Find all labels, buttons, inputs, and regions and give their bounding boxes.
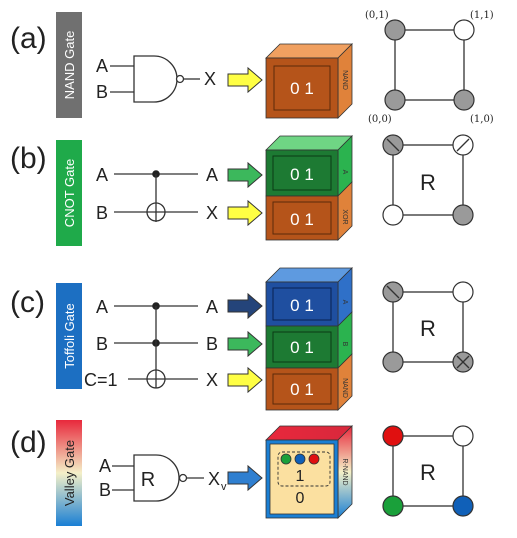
cube-side-label: B (341, 342, 348, 347)
gate-tag-c (56, 283, 82, 389)
state-square-c: R (382, 281, 474, 373)
cube-states: 0 1 (290, 165, 314, 184)
state-square-a: (0,1) (1,1) (0,0) (1,0) (365, 10, 494, 125)
cube-states: 0 1 (290, 338, 314, 357)
cube-side-label: NAND (341, 70, 348, 90)
arrow-right-icon (227, 66, 263, 94)
panel-a: (a) NAND Gate A B X 0 1 NAND (10, 10, 494, 125)
cube-top-state: 1 (296, 468, 305, 485)
center-label: R (420, 460, 436, 485)
row-label-d: (d) (10, 426, 47, 459)
output-x-label: X (204, 69, 216, 89)
cube-states: 0 1 (290, 296, 314, 315)
coord-tr: (1,1) (470, 10, 494, 21)
input-a-label: A (99, 456, 111, 476)
cube-states: 0 1 (290, 79, 314, 98)
cube-states: 0 1 (290, 380, 314, 399)
gate-symbol-label: R (141, 469, 155, 491)
row-label-c: (c) (10, 286, 45, 319)
coord-bl: (0,0) (368, 114, 392, 125)
input-a-label: A (96, 56, 108, 76)
nand-gate-symbol (110, 55, 200, 103)
center-label: R (420, 316, 436, 341)
cube-side-label: NAND (341, 378, 348, 398)
output-x-label: X (208, 469, 220, 489)
panel-d: (d) Valley Gate A B R X v 1 0 R-NAND (10, 420, 474, 526)
gate-tag-a-label: NAND Gate (62, 31, 77, 100)
arrow-right-icon (227, 161, 263, 189)
gate-tag-b (56, 140, 82, 246)
cube-side-label: XOR (341, 209, 348, 224)
node-gray (452, 204, 474, 226)
node-white (382, 204, 404, 226)
arrow-right-icon (227, 330, 263, 358)
center-label: R (420, 170, 436, 195)
valley-gate-symbol (112, 454, 204, 502)
node-green (382, 495, 404, 517)
cube-side-label: A (341, 300, 348, 305)
node-gray (382, 351, 404, 373)
blue-dot (294, 453, 306, 465)
cube-bottom-state: 0 (296, 490, 305, 507)
input-b-label: B (96, 203, 108, 223)
output-a-label: A (206, 165, 218, 185)
gate-tag-c-label: Toffoli Gate (62, 303, 77, 369)
node-blue (452, 495, 474, 517)
node-white (453, 19, 475, 41)
cube-side-label: R-NAND (341, 458, 348, 485)
input-b-label: B (99, 480, 111, 500)
output-a-label: A (206, 297, 218, 317)
arrow-right-icon (227, 366, 263, 394)
node-white (452, 281, 474, 303)
output-x-label: X (206, 203, 218, 223)
green-dot (280, 453, 292, 465)
input-b-label: B (96, 82, 108, 102)
arrow-right-icon (227, 292, 263, 320)
input-a-label: A (96, 165, 108, 185)
row-label-a: (a) (10, 22, 47, 55)
node-gray (384, 89, 406, 111)
coord-tl: (0,1) (365, 10, 389, 21)
node-gray (384, 19, 406, 41)
input-a-label: A (96, 297, 108, 317)
state-square-b: R (382, 134, 474, 226)
arrow-right-icon (227, 199, 263, 227)
cube-nand: 0 1 NAND (265, 43, 353, 119)
cube-stack-c: 0 1 A 0 1 B 0 1 NAND (265, 267, 353, 411)
panel-c: (c) Toffoli Gate A B C=1 A B X (10, 267, 474, 411)
gate-tag-a (56, 12, 82, 118)
node-white (452, 425, 474, 447)
cnot-circuit (114, 170, 198, 222)
input-c-label: C=1 (84, 370, 118, 390)
red-dot (308, 453, 320, 465)
gate-tag-d (56, 420, 82, 526)
cube-valley: 1 0 R-NAND (265, 425, 353, 519)
toffoli-circuit (114, 302, 198, 389)
input-b-label: B (96, 334, 108, 354)
output-b-label: B (206, 334, 218, 354)
cube-side-label: A (341, 170, 348, 175)
gate-tag-b-label: CNOT Gate (62, 159, 77, 227)
output-subscript: v (221, 481, 227, 493)
node-gray (453, 89, 475, 111)
coord-br: (1,0) (470, 114, 494, 125)
cube-stack-b: 0 1 A 0 1 XOR (265, 135, 353, 241)
gate-tag-d-label: Valley Gate (62, 440, 77, 506)
output-x-label: X (206, 370, 218, 390)
state-square-d: R (382, 425, 474, 517)
arrow-right-icon (227, 464, 263, 492)
row-label-b: (b) (10, 142, 47, 175)
cube-states: 0 1 (290, 210, 314, 229)
panel-b: (b) CNOT Gate A B A X 0 1 A (10, 134, 474, 246)
node-red (382, 425, 404, 447)
